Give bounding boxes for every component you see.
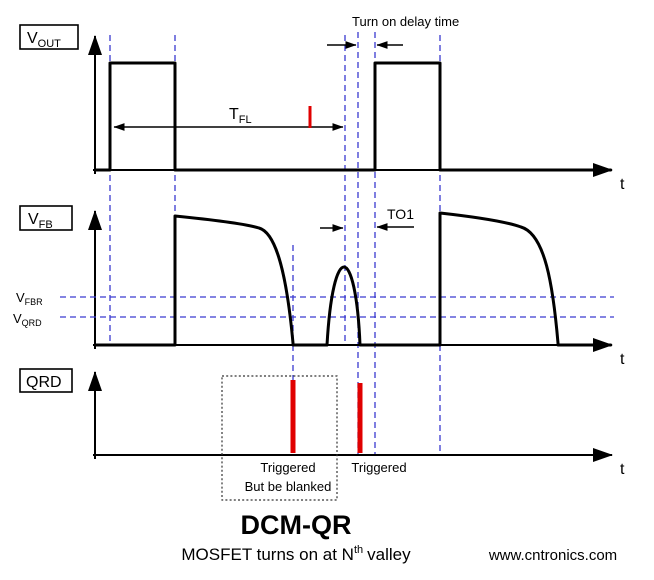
trigger1-caption-line2: But be blanked: [245, 479, 332, 494]
vfb-label-main: V: [28, 211, 39, 228]
vfb-label-sub: FB: [39, 219, 53, 231]
vout-label-box: [19, 24, 79, 50]
vout-label-text: VOUT: [27, 30, 61, 50]
footer: DCM-QR MOSFET turns on at Nth valley www.…: [181, 510, 617, 564]
vfb-t-label: t: [620, 351, 625, 368]
trigger1-caption-line1: Triggered: [260, 460, 315, 475]
vfbr-label: VFBR: [16, 290, 43, 307]
diagram-subtitle: MOSFET turns on at Nth valley: [181, 544, 411, 564]
vout-label-main: V: [27, 30, 38, 47]
qrd-t-label: t: [620, 461, 625, 478]
watermark: www.cntronics.com: [488, 547, 617, 564]
vqrd-label: VQRD: [13, 311, 42, 328]
vfb-label-box: [19, 205, 73, 231]
blanking-window-box: [221, 375, 338, 501]
subtitle-end: valley: [367, 545, 411, 564]
diagram-title: DCM-QR: [241, 510, 352, 540]
turn-on-delay-label: Turn on delay time: [352, 14, 459, 29]
vqrd-sub: QRD: [22, 318, 43, 328]
qrd-label-text: QRD: [26, 374, 62, 391]
vfbr-main: V: [16, 290, 25, 305]
trigger2-caption: Triggered: [351, 460, 406, 475]
vout-panel: VOUT t TFL Turn on delay time: [19, 14, 625, 193]
vfbr-sub: FBR: [25, 297, 44, 307]
to1-label: TO1: [387, 206, 414, 222]
vfb-waveform: [95, 211, 612, 347]
tfl-main: T: [229, 106, 239, 123]
vout-label-sub: OUT: [38, 38, 62, 50]
vfb-panel: VFB t VFBR VQRD TO1: [13, 205, 625, 368]
subtitle-main: MOSFET turns on at N: [181, 545, 354, 564]
subtitle-superscript: th: [354, 544, 363, 556]
tfl-sub: FL: [239, 114, 252, 126]
qrd-panel: QRD t Triggered But be blanked Triggered: [19, 368, 625, 501]
vout-t-label: t: [620, 176, 625, 193]
vqrd-main: V: [13, 311, 22, 326]
qrd-label-box: [19, 368, 73, 393]
vfb-label-text: VFB: [28, 211, 53, 231]
vout-waveform: [95, 61, 612, 172]
tfl-label: TFL: [229, 106, 252, 126]
